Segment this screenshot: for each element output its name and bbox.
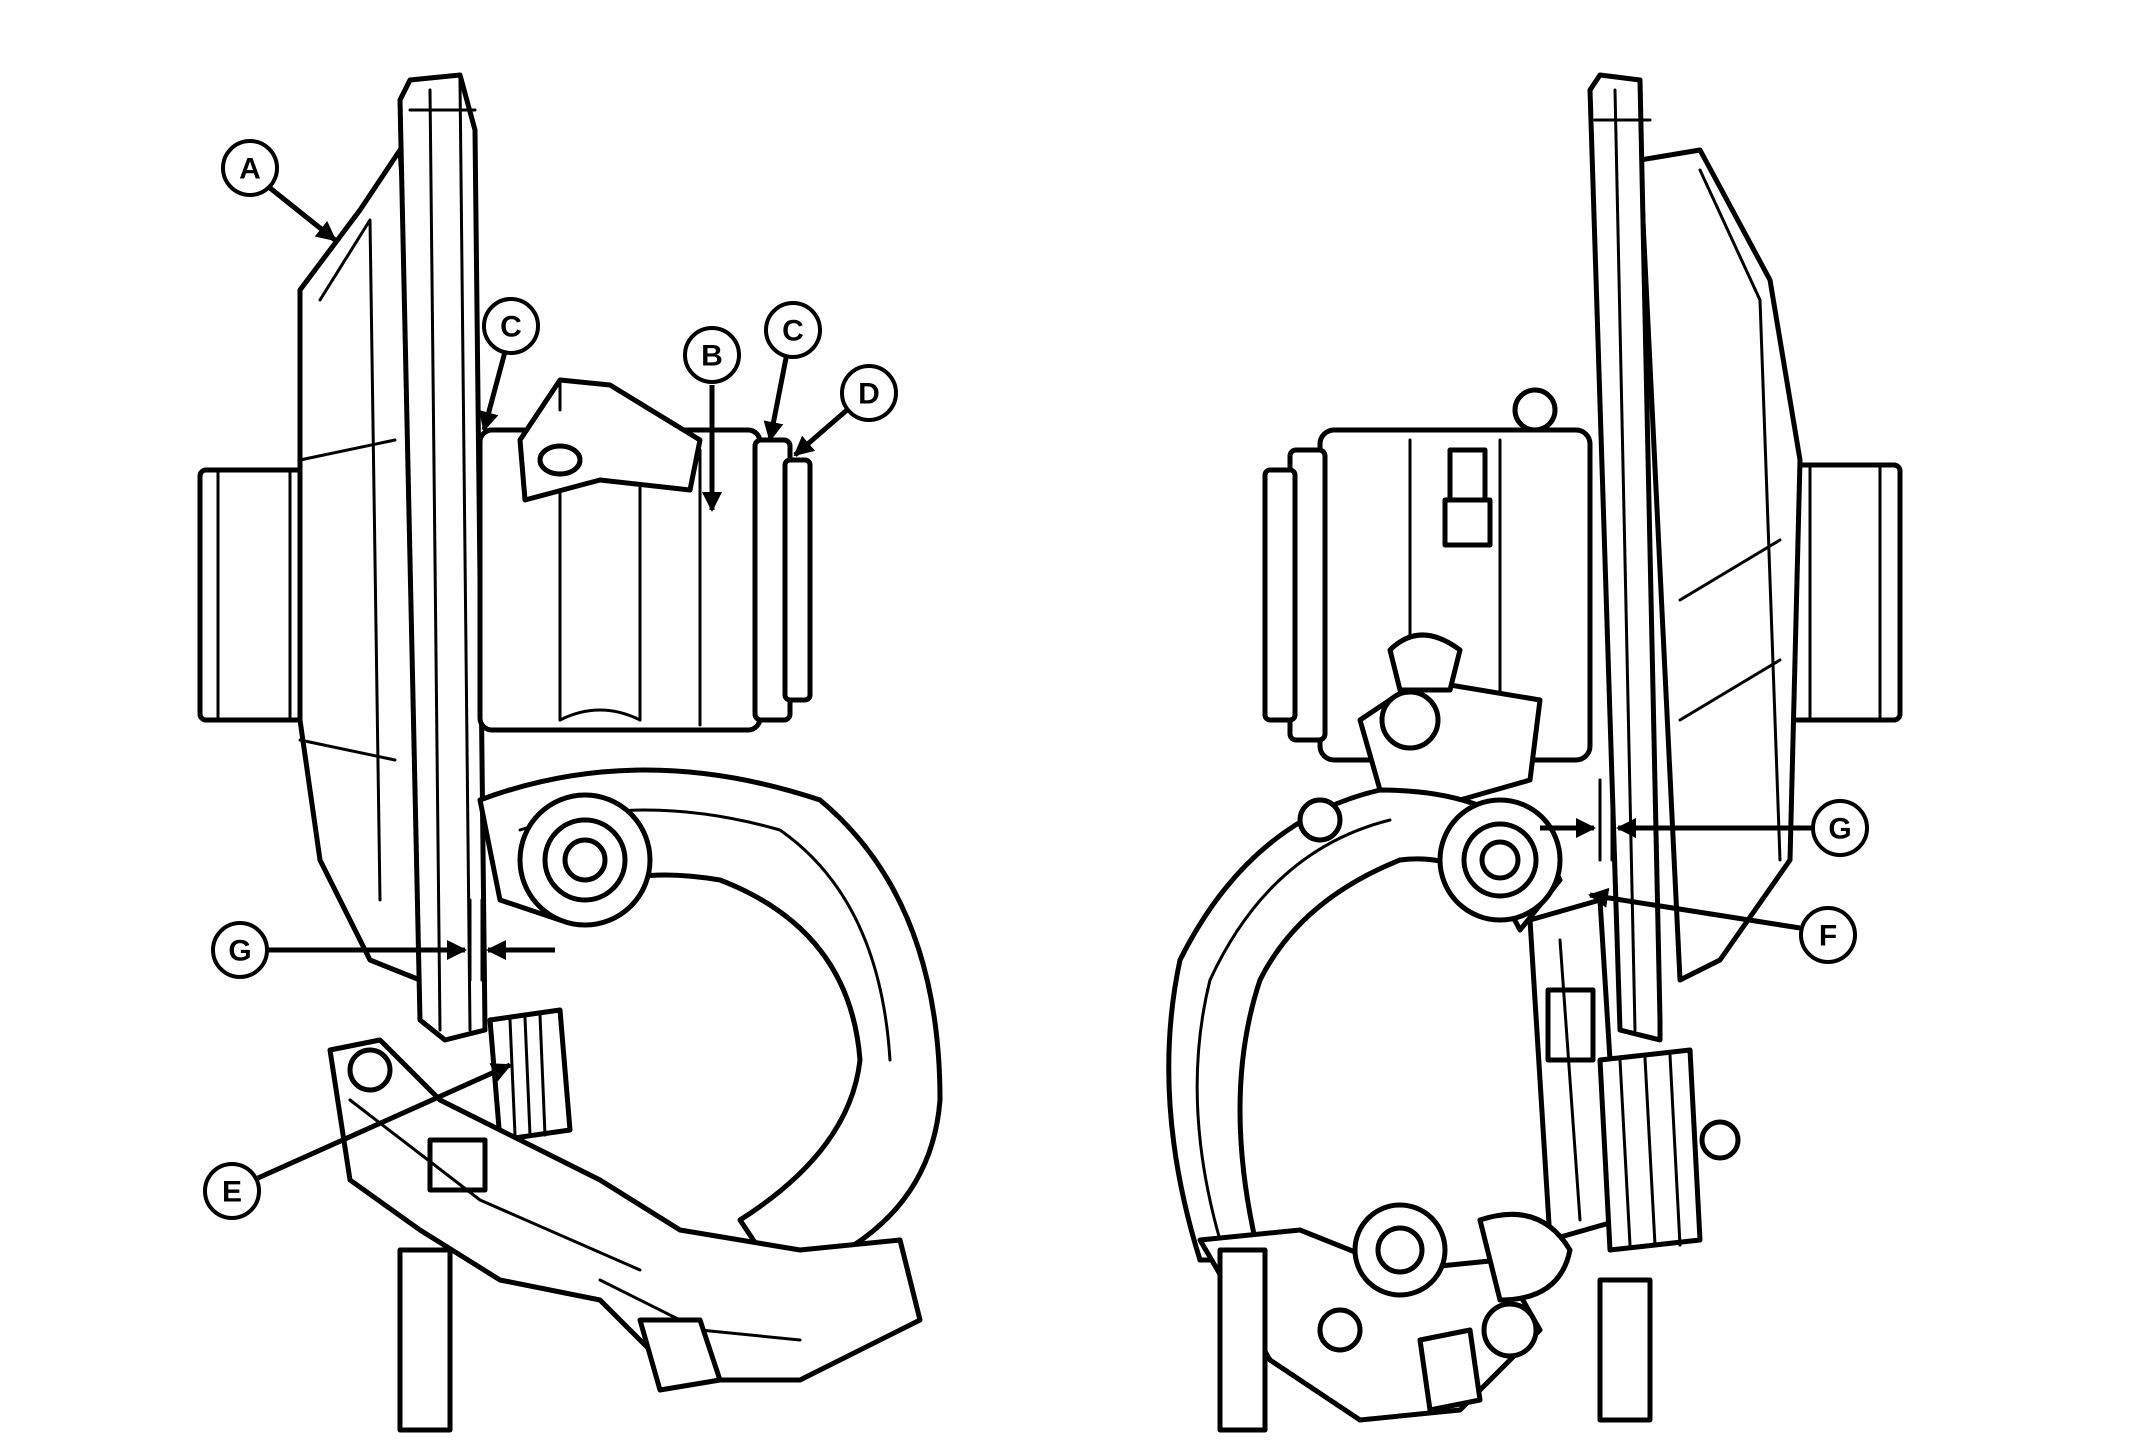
leader-f: [1588, 887, 1801, 931]
left-gap-marks: [468, 898, 484, 982]
callout-a-label: A: [239, 153, 261, 186]
callout-e-label: E: [222, 1176, 242, 1209]
right-knuckle-housing: [1637, 147, 1803, 983]
callout-c-right-label: C: [782, 315, 804, 348]
right-rotor-disc: [1587, 72, 1663, 1043]
callout-d-label: D: [858, 378, 880, 411]
callout-a: A: [221, 139, 279, 197]
left-brake-pad: [487, 1007, 573, 1143]
left-caliper: [327, 1037, 923, 1433]
callout-f-label: F: [1819, 920, 1837, 953]
right-upper-bracket: [1357, 632, 1543, 803]
callout-g-right: G: [1811, 799, 1869, 857]
right-gap-marks: [1598, 778, 1614, 862]
right-shaft-cylinder: [1262, 387, 1593, 763]
left-hub-flange: [197, 467, 313, 723]
callout-e: E: [203, 1162, 261, 1220]
right-brake-pad: [1597, 1047, 1741, 1253]
callout-b: B: [683, 326, 741, 384]
leader-c-right: [763, 352, 790, 442]
callout-d: D: [840, 364, 898, 422]
leader-a: [268, 186, 337, 242]
leader-c-left: [479, 347, 509, 432]
callout-g-left-label: G: [228, 935, 251, 968]
leader-e: [256, 1062, 512, 1181]
right-arm-eye: [1297, 797, 1563, 923]
callout-c-right: C: [764, 301, 822, 359]
callout-c-left-label: C: [500, 311, 522, 344]
callout-g-left: G: [211, 921, 269, 979]
callout-g-right-label: G: [1828, 813, 1851, 846]
right-hub-flange: [1787, 462, 1903, 723]
callout-c-left: C: [482, 297, 540, 355]
right-view: [1166, 72, 1903, 1433]
left-arm-nut: [517, 792, 653, 928]
callout-f: F: [1799, 906, 1857, 964]
leader-d: [793, 408, 849, 457]
leader-lines: [256, 186, 1812, 1181]
right-bottom-linkage: [1197, 1202, 1653, 1433]
left-view: [197, 72, 943, 1433]
callout-b-label: B: [701, 340, 723, 373]
left-upper-bracket: [517, 377, 703, 503]
